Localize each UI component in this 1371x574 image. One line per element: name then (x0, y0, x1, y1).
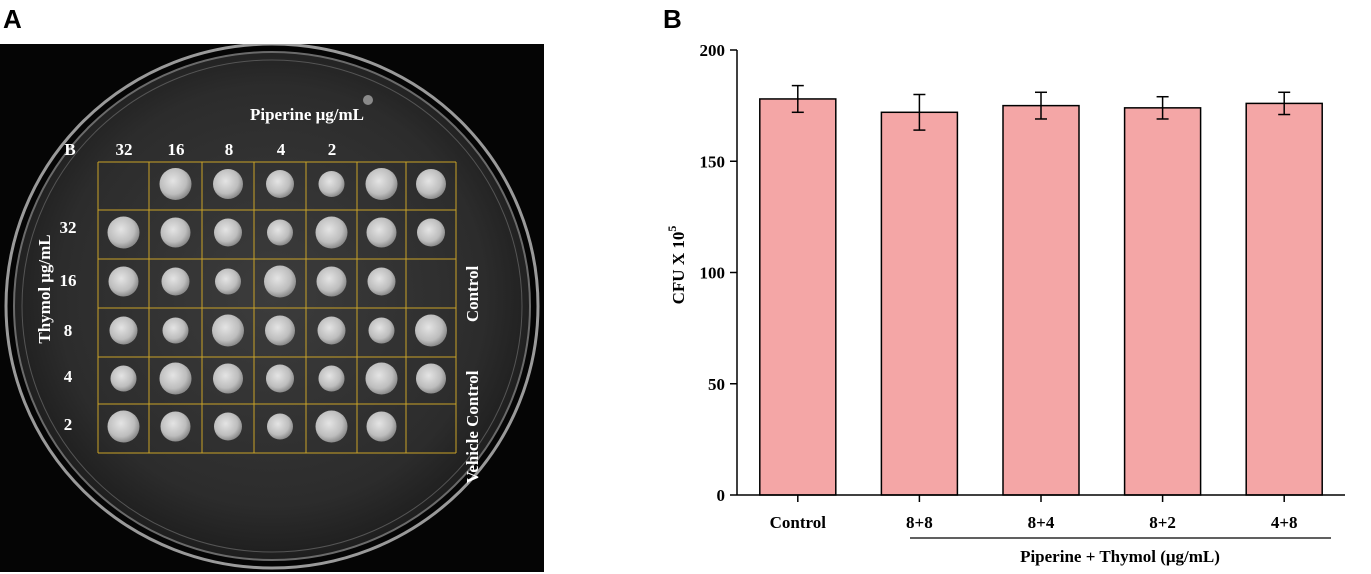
thymol-row-label: 16 (60, 271, 77, 290)
colony-spot (317, 316, 346, 345)
colony-spot (214, 218, 242, 247)
x-tick-labels: Control 8+8 8+4 8+2 4+8 (770, 495, 1298, 532)
colony-spot (265, 315, 295, 346)
thymol-row-label: 4 (64, 367, 73, 386)
colony-spot (366, 217, 397, 248)
y-tick-label: 50 (708, 375, 725, 394)
agar-plate (13, 51, 531, 561)
piperine-column-label: 4 (277, 140, 286, 159)
colony-spot (107, 216, 140, 249)
bar (1002, 104, 1080, 496)
y-axis-ticks: 0 50 100 150 200 (700, 41, 737, 505)
colony-spot (212, 314, 244, 347)
colony-spot (316, 266, 347, 297)
x-axis-title: Piperine + Thymol (μg/mL) (1020, 547, 1220, 566)
colony-spot (315, 410, 348, 443)
plate-grid (97, 161, 457, 454)
piperine-column-label: 8 (225, 140, 234, 159)
dish-inner-ring (21, 59, 523, 553)
colony-spot (267, 219, 293, 246)
x-tick-label: 8+4 (1028, 513, 1055, 532)
y-tick-label: 200 (700, 41, 726, 60)
cfu-bar-chart: 0 50 100 150 200 Control 8+8 8+4 8+2 4+8 CFU X 1… (665, 41, 1345, 566)
colony-spot (267, 413, 293, 440)
thymol-row-label: 32 (60, 218, 77, 237)
control-label: Control (463, 266, 482, 323)
panel-b-letter: B (663, 4, 682, 34)
colony-spot (159, 362, 192, 395)
x-tick-label: 4+8 (1271, 513, 1298, 532)
colony-spot (109, 316, 138, 345)
piperine-column-label: 2 (328, 140, 337, 159)
dish-rim (4, 44, 540, 570)
colony-spot (214, 412, 242, 441)
petri-dish-photo: Piperine μg/mL B 32 16 8 4 2 32 16 8 4 2 Thymol μ… (0, 44, 544, 572)
colony-spot (110, 365, 137, 392)
y-tick-label: 0 (717, 486, 726, 505)
colony-spot (162, 317, 189, 344)
y-tick-label: 100 (700, 264, 726, 283)
colony-spot (417, 218, 445, 247)
colony-spot (160, 411, 191, 442)
colony-spot (368, 317, 395, 344)
colony-spot (367, 267, 396, 296)
colony-spot (366, 411, 397, 442)
piperine-column-label: 32 (116, 140, 133, 159)
bar (880, 111, 959, 496)
colony-spot (266, 170, 294, 198)
thymol-row-label: 2 (64, 415, 73, 434)
colony-spot (161, 267, 190, 296)
y-axis-title: CFU X 105 (665, 226, 688, 305)
piperine-column-label: B (64, 140, 75, 159)
x-tick-label: 8+8 (906, 513, 933, 532)
colony-spot (318, 365, 345, 392)
panel-a-letter: A (3, 4, 22, 34)
colony-spot (416, 169, 446, 199)
x-tick-label: 8+2 (1149, 513, 1176, 532)
colony-spot (365, 168, 398, 200)
bar (1123, 107, 1202, 496)
colony-spot (213, 363, 243, 394)
dish-mark (363, 95, 373, 105)
colony-spot (264, 265, 296, 298)
vehicle-control-label: Vehicle Control (463, 370, 482, 483)
colony-spot (266, 364, 294, 393)
colony-spot (315, 216, 348, 249)
colony-spot (160, 217, 191, 248)
piperine-axis-label: Piperine μg/mL (250, 105, 364, 124)
thymol-axis-label: Thymol μg/mL (35, 234, 54, 343)
thymol-row-label: 8 (64, 321, 73, 340)
y-tick-label: 150 (700, 152, 726, 171)
colony-spot (213, 169, 243, 199)
colony-spot (415, 314, 447, 347)
bars-group (759, 84, 1323, 496)
colony-spot (159, 168, 192, 200)
bar (759, 98, 837, 496)
piperine-column-label: 16 (168, 140, 185, 159)
colony-spot (365, 362, 398, 395)
bar (1245, 102, 1323, 496)
colony-spot (108, 266, 139, 297)
colony-spot (107, 410, 140, 443)
colony-spot (318, 171, 345, 197)
colony-spots (107, 168, 447, 443)
colony-spot (215, 268, 241, 295)
x-tick-label: Control (770, 513, 827, 532)
colony-spot (416, 363, 446, 394)
